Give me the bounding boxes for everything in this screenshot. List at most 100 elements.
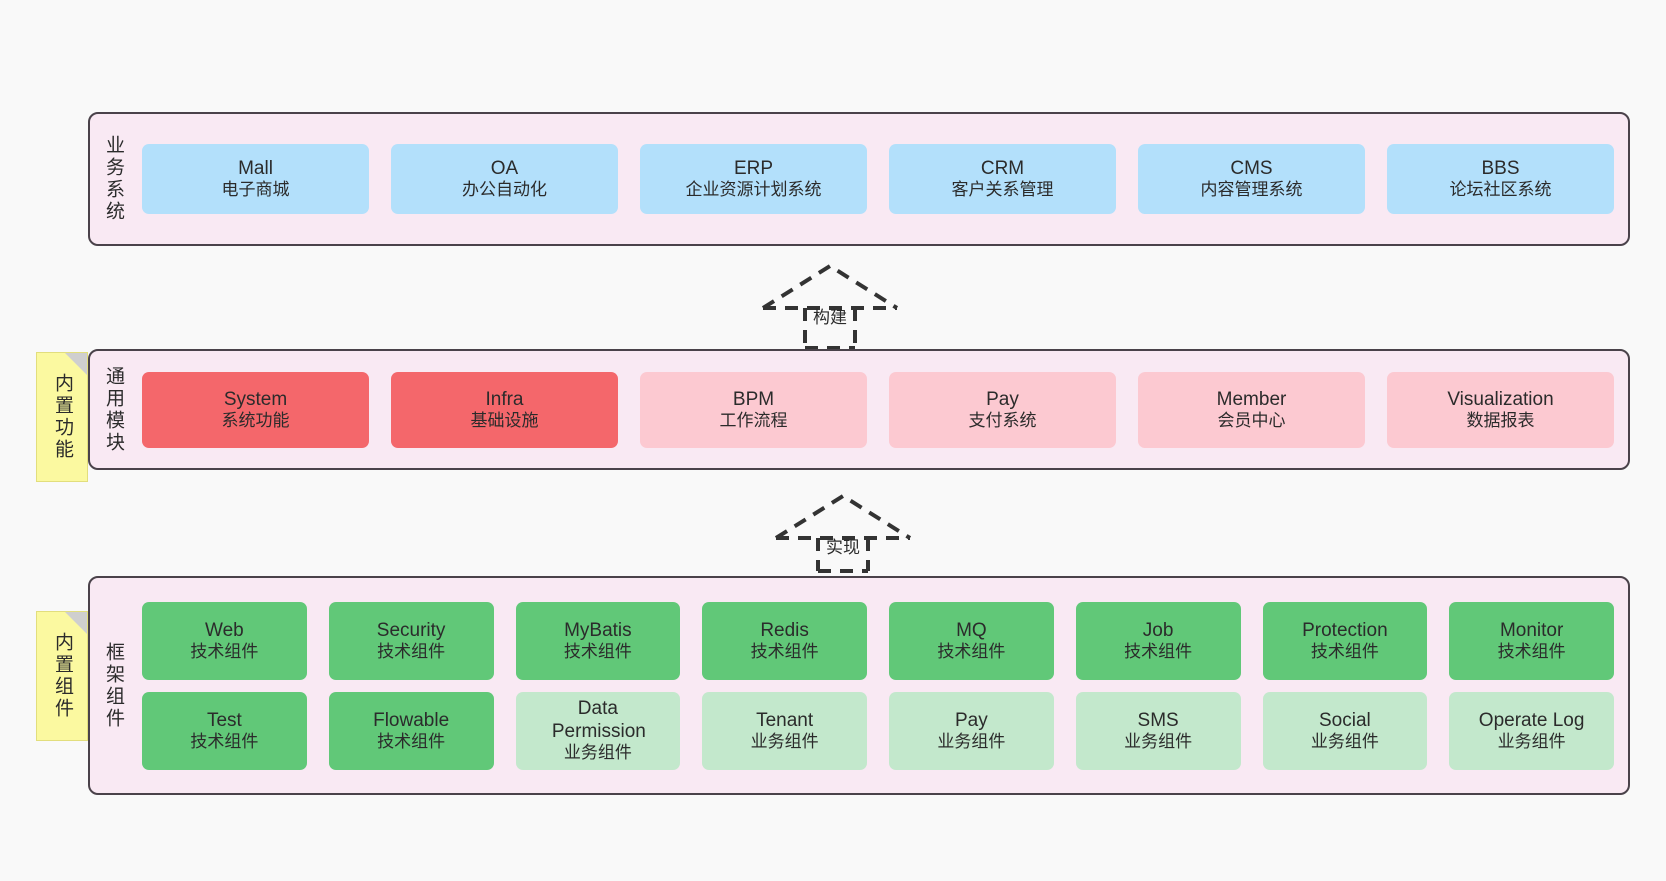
sticky-note-builtin-features: 内置功能: [36, 352, 88, 482]
node-title: MyBatis: [564, 619, 632, 641]
node-title: Data Permission: [551, 697, 646, 743]
node-subtitle: 技术组件: [190, 731, 259, 751]
node-redis[interactable]: Redis 技术组件: [702, 601, 867, 680]
node-protection[interactable]: Protection 技术组件: [1262, 601, 1428, 680]
node-subtitle: 技术组件: [377, 641, 446, 661]
node-system[interactable]: System 系统功能: [142, 371, 369, 448]
node-title: Mall: [238, 158, 273, 180]
layer-common-module: 通用模块 System 系统功能 Infra 基础设施 BPM 工作流程 Pay…: [88, 349, 1630, 470]
node-bbs[interactable]: BBS 论坛社区系统: [1387, 144, 1614, 214]
node-subtitle: 论坛社区系统: [1449, 180, 1552, 200]
note-fold-icon: [65, 353, 87, 375]
node-visualization[interactable]: Visualization 数据报表: [1387, 371, 1614, 448]
node-infra[interactable]: Infra 基础设施: [391, 371, 618, 448]
layer-title-common-module: 通用模块: [102, 365, 124, 454]
node-subtitle: 支付系统: [968, 410, 1037, 430]
node-title: Web: [205, 619, 244, 641]
connector-build-label: 构建: [813, 308, 847, 327]
node-title: Flowable: [373, 709, 450, 731]
layer-title-framework-component: 框架组件: [102, 641, 124, 730]
node-oa[interactable]: OA 办公自动化: [391, 144, 618, 214]
node-flowable[interactable]: Flowable 技术组件: [328, 691, 494, 770]
node-title: Visualization: [1447, 388, 1554, 410]
node-subtitle: 企业资源计划系统: [685, 180, 822, 200]
node-bpm[interactable]: BPM 工作流程: [640, 371, 867, 448]
node-subtitle: 会员中心: [1217, 410, 1286, 430]
node-operate-log[interactable]: Operate Log 业务组件: [1449, 691, 1614, 770]
node-monitor[interactable]: Monitor 技术组件: [1449, 601, 1614, 680]
node-subtitle: 数据报表: [1466, 410, 1535, 430]
node-title: Security: [376, 619, 446, 641]
node-subtitle: 技术组件: [190, 641, 259, 661]
connector-implement: 实现: [768, 488, 918, 573]
node-pay-business[interactable]: Pay 业务组件: [889, 691, 1054, 770]
connector-implement-label: 实现: [826, 538, 860, 557]
node-security[interactable]: Security 技术组件: [328, 601, 494, 680]
layer-row: Mall 电子商城 OA 办公自动化 ERP 企业资源计划系统 CRM 客户关系…: [142, 144, 1614, 214]
node-title: Tenant: [756, 709, 814, 731]
sticky-note-label: 内置组件: [51, 632, 73, 720]
connector-build-icon: [761, 263, 899, 350]
node-title: Test: [206, 709, 242, 731]
node-subtitle: 业务组件: [1124, 731, 1193, 751]
node-title: Protection: [1302, 619, 1388, 641]
node-web[interactable]: Web 技术组件: [142, 601, 307, 680]
node-subtitle: 系统功能: [221, 410, 290, 430]
node-mybatis[interactable]: MyBatis 技术组件: [515, 601, 681, 680]
node-subtitle: 内容管理系统: [1200, 180, 1303, 200]
node-subtitle: 技术组件: [750, 641, 819, 661]
node-mq[interactable]: MQ 技术组件: [889, 601, 1054, 680]
sticky-note-builtin-components: 内置组件: [36, 611, 88, 741]
node-title: Pay: [955, 709, 988, 731]
node-mall[interactable]: Mall 电子商城: [142, 144, 369, 214]
node-title: Member: [1216, 388, 1287, 410]
node-title: Redis: [760, 619, 809, 641]
node-title: ERP: [733, 158, 774, 180]
layer-row: System 系统功能 Infra 基础设施 BPM 工作流程 Pay 支付系统…: [142, 371, 1614, 448]
node-test[interactable]: Test 技术组件: [142, 691, 307, 770]
node-title: Social: [1319, 709, 1371, 731]
layer-title-business-system: 业务系统: [102, 135, 124, 223]
layer-body-common-module: System 系统功能 Infra 基础设施 BPM 工作流程 Pay 支付系统…: [136, 351, 1628, 468]
node-title: BPM: [732, 388, 775, 410]
node-crm[interactable]: CRM 客户关系管理: [889, 144, 1116, 214]
node-subtitle: 办公自动化: [462, 180, 547, 200]
layer-body-framework-component: Web 技术组件 Security 技术组件 MyBatis 技术组件 Redi…: [136, 578, 1628, 793]
node-tenant[interactable]: Tenant 业务组件: [702, 691, 867, 770]
node-social[interactable]: Social 业务组件: [1262, 691, 1428, 770]
node-title: CMS: [1230, 158, 1273, 180]
node-sms[interactable]: SMS 业务组件: [1075, 691, 1241, 770]
sticky-note-label: 内置功能: [51, 373, 73, 461]
node-subtitle: 业务组件: [750, 731, 819, 751]
node-title: Monitor: [1499, 619, 1564, 641]
node-subtitle: 业务组件: [1497, 731, 1566, 751]
connector-build: 构建: [755, 258, 905, 350]
node-job[interactable]: Job 技术组件: [1075, 601, 1241, 680]
node-subtitle: 技术组件: [1310, 641, 1379, 661]
node-subtitle: 业务组件: [563, 743, 632, 763]
node-pay[interactable]: Pay 支付系统: [889, 371, 1116, 448]
node-title: Pay: [986, 388, 1019, 410]
node-subtitle: 电子商城: [221, 180, 290, 200]
node-erp[interactable]: ERP 企业资源计划系统: [640, 144, 867, 214]
layer-business-system: 业务系统 Mall 电子商城 OA 办公自动化 ERP 企业资源计划系统 CRM…: [88, 112, 1630, 246]
node-subtitle: 技术组件: [563, 641, 632, 661]
note-fold-icon: [65, 612, 87, 634]
node-subtitle: 客户关系管理: [951, 180, 1054, 200]
layer-framework-component: 框架组件 Web 技术组件 Security 技术组件 MyBatis 技术组件…: [88, 576, 1630, 795]
node-subtitle: 基础设施: [470, 410, 539, 430]
node-title: Operate Log: [1478, 709, 1585, 731]
node-title: OA: [490, 158, 519, 180]
connector-implement-icon: [774, 493, 912, 573]
node-cms[interactable]: CMS 内容管理系统: [1138, 144, 1365, 214]
node-title: BBS: [1481, 158, 1520, 180]
node-member[interactable]: Member 会员中心: [1138, 371, 1365, 448]
layer-row: Web 技术组件 Security 技术组件 MyBatis 技术组件 Redi…: [142, 601, 1614, 680]
node-subtitle: 技术组件: [1497, 641, 1566, 661]
layer-row: Test 技术组件 Flowable 技术组件 Data Permission …: [142, 691, 1614, 770]
node-subtitle: 业务组件: [937, 731, 1006, 751]
node-title: System: [223, 388, 288, 410]
node-data-permission[interactable]: Data Permission 业务组件: [515, 691, 681, 770]
node-subtitle: 业务组件: [1310, 731, 1379, 751]
